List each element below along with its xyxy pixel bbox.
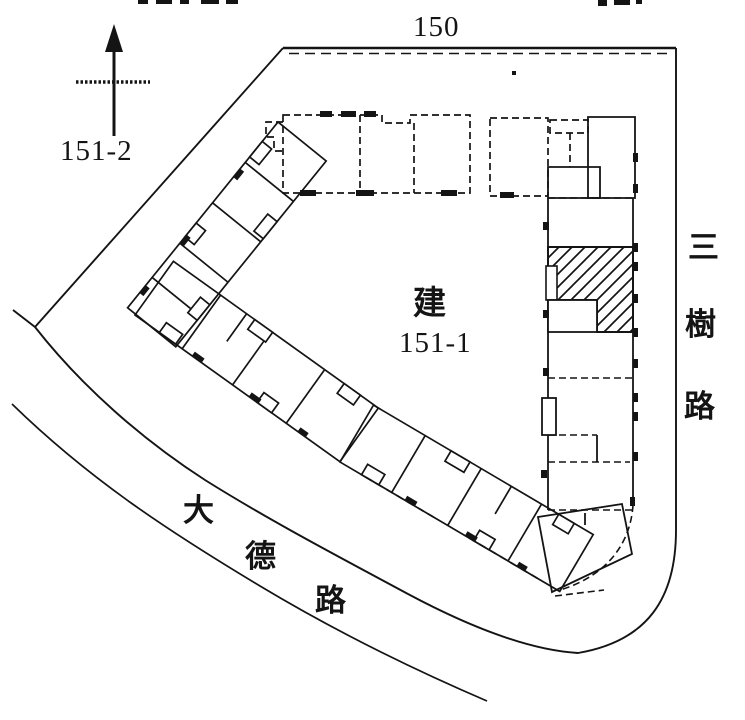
road-southwest-char-1: 大 [183, 493, 214, 528]
building-southwest-strip-b [338, 403, 595, 593]
unit-below-hatch [547, 299, 598, 333]
building-east-ticks [541, 153, 638, 506]
road-southwest-char-3: 路 [315, 583, 346, 618]
road-dade-far-edge [11, 403, 488, 702]
hatched-unit [545, 246, 634, 333]
road-east-char-1: 三 [688, 230, 719, 265]
scan-text-fragments [138, 0, 642, 75]
building-northwest-strip [126, 120, 328, 348]
site-boundary [12, 46, 677, 654]
building-north-row-ticks [300, 111, 514, 198]
road-southwest-char-2: 德 [245, 539, 276, 574]
site-parcel-label: 151-1 [399, 327, 472, 359]
building-southwest-strip-a [133, 260, 380, 463]
parcel-label-151-2: 151-2 [60, 135, 133, 167]
north-arrow-icon [76, 24, 150, 136]
road-east-char-3: 路 [684, 389, 715, 424]
building-north-row [265, 114, 589, 197]
road-east-char-2: 樹 [685, 307, 716, 342]
site-marker-label: 建 [413, 286, 446, 322]
parcel-label-150: 150 [413, 11, 460, 43]
